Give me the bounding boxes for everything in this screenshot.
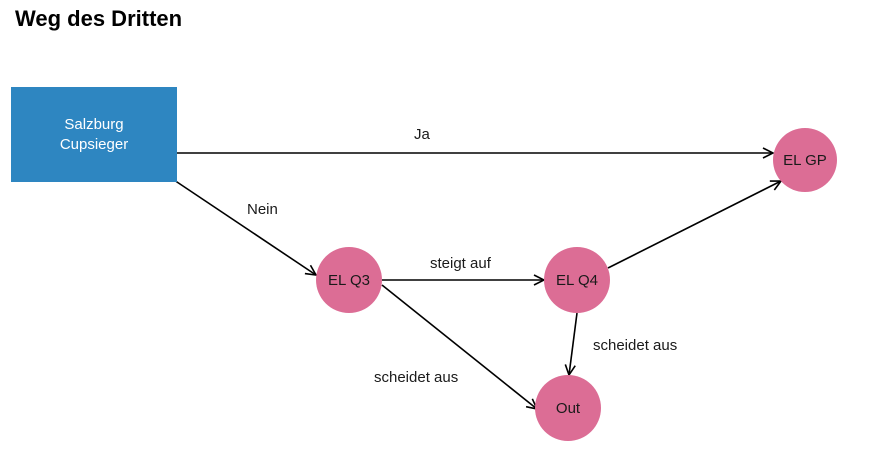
node-el-q3: EL Q3 (316, 247, 382, 313)
edge-el-q3-to-out (381, 284, 537, 409)
node-out-label: Out (555, 399, 581, 417)
edge-label-ja: Ja (414, 126, 430, 143)
node-salzburg-cupsieger: Salzburg Cupsieger (11, 87, 177, 182)
edge-label-scheidet-aus-q3: scheidet aus (374, 369, 459, 386)
edge-label-nein: Nein (247, 201, 278, 218)
edge-el-q4-to-out (569, 312, 578, 375)
node-out: Out (535, 375, 601, 441)
page-title: Weg des Dritten (15, 6, 183, 31)
edge-label-scheidet-aus-q4: scheidet aus (593, 337, 678, 354)
edge-label-steigt-auf: steigt auf (430, 255, 491, 272)
edge-el-q4-to-el-gp (607, 181, 781, 269)
node-start-line2: Cupsieger (59, 135, 129, 153)
edge-start-to-el-q3 (173, 179, 316, 275)
node-el-q4: EL Q4 (544, 247, 610, 313)
node-el-gp-label: EL GP (783, 151, 827, 169)
node-el-gp: EL GP (773, 128, 837, 192)
node-el-q4-label: EL Q4 (556, 271, 598, 289)
node-el-q3-label: EL Q3 (328, 271, 370, 289)
node-start-line1: Salzburg (64, 115, 124, 133)
